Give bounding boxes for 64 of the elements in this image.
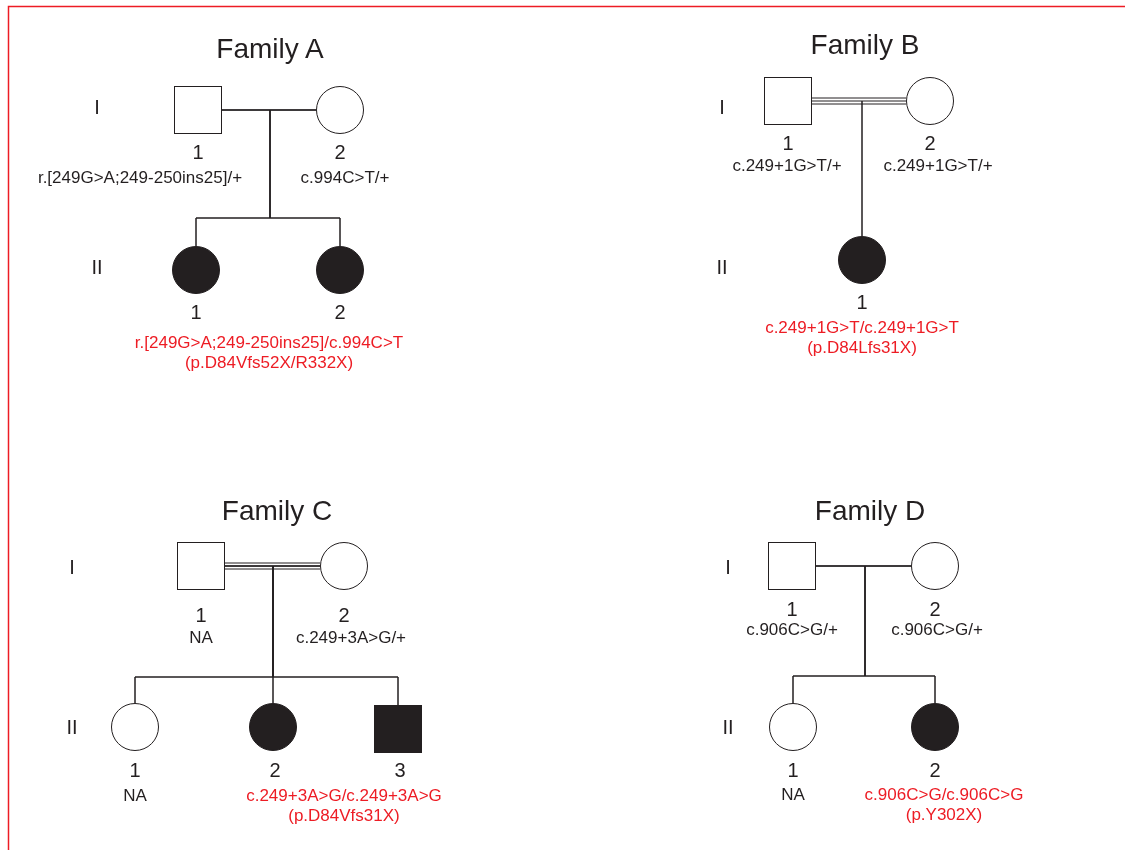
female-circle xyxy=(769,703,817,751)
affected-female-circle xyxy=(911,703,959,751)
generation-label: II xyxy=(716,255,728,279)
consanguineous-mating-line xyxy=(224,562,321,570)
generation-label: I xyxy=(719,95,725,119)
descent-line xyxy=(864,565,936,704)
consanguineous-mating-line xyxy=(811,97,907,105)
affected-female-circle xyxy=(249,703,297,751)
genotype-text: c.249+1G>T/+ xyxy=(883,156,993,177)
individual-number: 1 xyxy=(786,597,798,621)
individual-number: 1 xyxy=(195,603,207,627)
genotype-text: c.906C>G/+ xyxy=(746,620,838,641)
family-title: Family A xyxy=(216,32,324,66)
generation-label: I xyxy=(725,555,731,579)
descent-line xyxy=(861,100,907,237)
affected-female-circle xyxy=(172,246,220,294)
female-circle xyxy=(906,77,954,125)
genotype-text: NA xyxy=(189,628,213,649)
generation-label: II xyxy=(66,715,78,739)
generation-label: II xyxy=(91,255,103,279)
affected-female-circle xyxy=(316,246,364,294)
individual-number: 2 xyxy=(269,758,281,782)
genotype-text: c.994C>T/+ xyxy=(300,168,390,189)
affected-male-square xyxy=(374,705,422,753)
genotype-text: c.249+3A>G/+ xyxy=(295,628,407,649)
individual-number: 2 xyxy=(334,140,346,164)
descent-line xyxy=(272,565,399,706)
individual-number: 1 xyxy=(129,758,141,782)
individual-number: 1 xyxy=(192,140,204,164)
individual-number: 3 xyxy=(394,758,406,782)
individual-number: 1 xyxy=(782,131,794,155)
genotype-text: NA xyxy=(123,786,147,807)
individual-number: 2 xyxy=(929,597,941,621)
female-circle xyxy=(316,86,364,134)
affected-female-circle xyxy=(838,236,886,284)
genotype-text: r.[249G>A;249-250ins25]/+ xyxy=(37,168,243,189)
genotype-text: c.906C>G/c.906C>G (p.Y302X) xyxy=(864,785,1024,826)
individual-number: 2 xyxy=(929,758,941,782)
family-title: Family D xyxy=(814,494,926,528)
individual-number: 2 xyxy=(338,603,350,627)
family-title: Family B xyxy=(810,28,920,62)
genotype-text: c.249+3A>G/c.249+3A>G (p.D84Vfs31X) xyxy=(246,786,442,827)
female-circle xyxy=(111,703,159,751)
generation-label: II xyxy=(722,715,734,739)
generation-label: I xyxy=(69,555,75,579)
individual-number: 2 xyxy=(334,300,346,324)
genotype-text: NA xyxy=(781,785,805,806)
male-square xyxy=(768,542,816,590)
family-title: Family C xyxy=(221,494,333,528)
genotype-text: c.906C>G/+ xyxy=(891,620,983,641)
female-circle xyxy=(320,542,368,590)
male-square xyxy=(764,77,812,125)
descent-line xyxy=(269,109,341,247)
individual-number: 1 xyxy=(856,290,868,314)
male-square xyxy=(177,542,225,590)
genotype-text: c.249+1G>T/+ xyxy=(732,156,842,177)
individual-number: 2 xyxy=(924,131,936,155)
genotype-text: r.[249G>A;249-250ins25]/c.994C>T (p.D84Vfs52X/R332X) xyxy=(134,333,404,374)
individual-number: 1 xyxy=(787,758,799,782)
male-square xyxy=(174,86,222,134)
individual-number: 1 xyxy=(190,300,202,324)
generation-label: I xyxy=(94,95,100,119)
female-circle xyxy=(911,542,959,590)
genotype-text: c.249+1G>T/c.249+1G>T (p.D84Lfs31X) xyxy=(765,318,959,359)
